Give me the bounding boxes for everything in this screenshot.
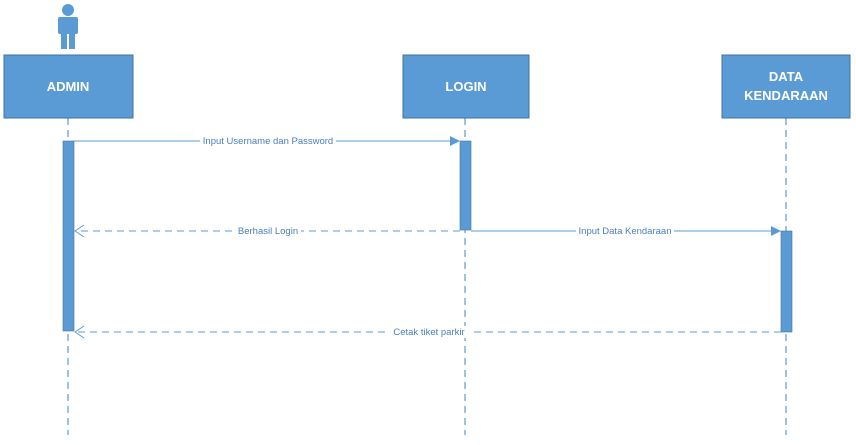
message-berhasil-login: Berhasil Login xyxy=(74,224,460,238)
message-cetak-tiket-parkir: Cetak tiket parkir xyxy=(74,325,781,339)
activation-bar-admin xyxy=(62,140,75,332)
participant-admin[interactable]: ADMIN xyxy=(3,54,134,119)
arrowhead-icon xyxy=(450,136,460,146)
participant-login[interactable]: LOGIN xyxy=(402,54,530,119)
message-input-data-kendaraan: Input Data Kendaraan xyxy=(471,225,781,237)
participant-label: ADMIN xyxy=(47,79,90,94)
message-label: Input Username dan Password xyxy=(203,136,333,147)
participant-label: LOGIN xyxy=(445,79,486,94)
activation-bar-login xyxy=(459,140,472,231)
participant-data-kendaraan[interactable]: DATA KENDARAAN xyxy=(721,54,851,119)
arrowhead-icon xyxy=(771,226,781,236)
participant-label: DATA xyxy=(769,69,804,84)
open-arrowhead-icon xyxy=(74,224,85,238)
message-input-username-password: Input Username dan Password xyxy=(74,135,460,147)
message-label: Cetak tiket parkir xyxy=(393,327,464,338)
participant-label: KENDARAAN xyxy=(744,88,828,103)
person-icon xyxy=(58,4,78,49)
activation-bar-data-kendaraan xyxy=(780,230,793,333)
open-arrowhead-icon xyxy=(74,325,85,339)
message-label: Berhasil Login xyxy=(238,226,298,237)
message-label: Input Data Kendaraan xyxy=(579,226,672,237)
